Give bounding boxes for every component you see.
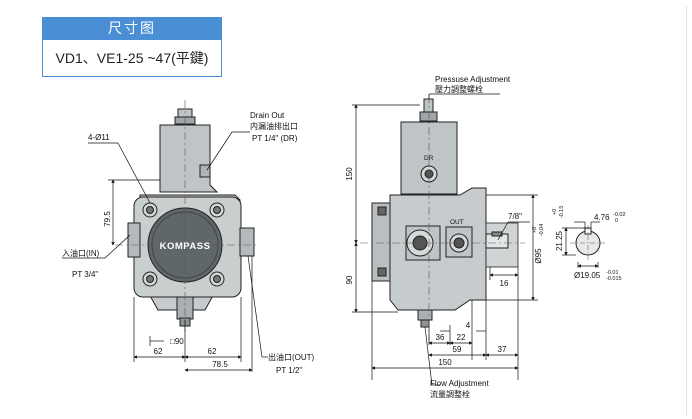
dim-21-25: 21.25 [555,230,564,251]
dim-150-horizontal: 150 [438,358,452,367]
drain-label-en: Drain Out [250,111,285,120]
drain-label-cn: 内漏油排出口 [250,121,298,131]
model-name: VD1、VE1-25 ~47(平鍵) [55,50,209,66]
drain-thread: PT 1/4" (DR) [252,134,298,143]
dim-21-25-tol-bottom: -0.15 [559,206,565,219]
shaft-end-view [570,225,606,262]
front-drain-boss [199,164,211,178]
dim-22: 22 [457,333,466,342]
hole-label: 4-Ø11 [88,133,110,142]
dim-4-76-tol-top: -0.02 [613,212,626,218]
front-view [115,100,258,340]
outlet-thread: PT 1/2" [276,366,302,375]
side-shaft-key [491,231,503,237]
inlet-label: 入油口(IN) [62,248,100,258]
dim-21-25-tol-top: +0 [552,209,558,215]
section-title: 尺寸图 [42,17,222,39]
dim-19-05-tol-bottom: -0.015 [606,276,622,282]
dim-square-90: □90 [170,337,184,346]
dim-36: 36 [436,333,445,342]
dim-95-tol-bottom: -0.04 [539,224,545,237]
flow-label-en: Flow Adjustment [430,379,489,388]
dim-19-05: Ø19.05 [574,271,601,280]
dim-78-5: 78.5 [212,360,228,369]
dim-19-05-tol-top: -0.01 [606,270,619,276]
front-corner-bolts [142,202,225,287]
flow-label-cn: 流量調整栓 [430,389,470,399]
front-outlet-boss [239,227,255,257]
dim-62-left: 62 [154,347,163,356]
pressure-label-en: Pressuse Adjustment [435,75,511,84]
front-inlet-boss [127,222,141,258]
dim-79-5: 79.5 [103,211,112,227]
dim-16: 16 [500,279,509,288]
dim-62-right: 62 [208,347,217,356]
front-dimensions [62,131,268,372]
dim-59: 59 [453,345,462,354]
dim-4-76-tol-bottom: 0 [615,218,618,224]
side-flow-boss [417,309,433,321]
page-frame [4,6,687,416]
dim-4: 4 [466,321,471,330]
model-label-box: VD1、VE1-25 ~47(平鍵) [42,39,222,77]
dim-150-vertical: 150 [345,167,354,181]
brand-logo: KOMPASS [160,241,211,252]
dim-95-tol-top: +0 [532,227,538,233]
inlet-thread: PT 3/4" [72,270,98,279]
dim-37: 37 [498,345,507,354]
dim-7-8: 7/8" [508,212,522,221]
side-top-nut [419,111,438,122]
pressure-label-cn: 壓力調整螺栓 [435,84,483,94]
dr-label: DR [424,155,434,162]
dim-95: Ø95 [534,248,543,264]
dim-4-76: 4.76 [594,213,610,222]
shaft-dimensions [562,221,600,268]
front-upper-housing [159,124,219,193]
out-label: OUT [450,219,464,226]
dim-90-vertical: 90 [345,275,354,284]
side-flow-screw [420,319,430,328]
side-dimensions [352,93,538,386]
side-view [360,95,525,345]
outlet-label: 出油口(OUT) [268,352,315,362]
